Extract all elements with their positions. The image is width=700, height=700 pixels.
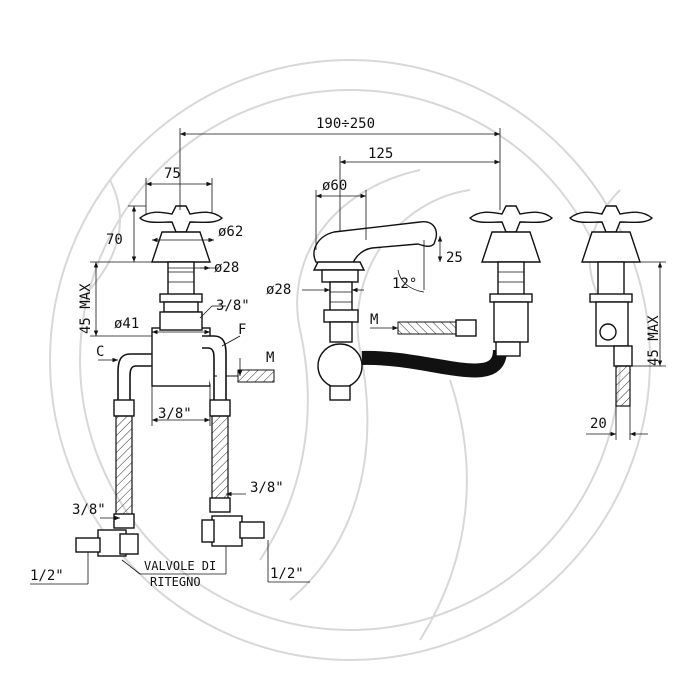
label-d28-left: ø28 — [214, 260, 239, 276]
label-c: C — [96, 344, 104, 360]
center-spout-assembly — [312, 221, 507, 401]
label-12-left: 1/2" — [30, 568, 64, 584]
label-45max-left: 45 MAX — [78, 283, 94, 334]
label-12-right: 1/2" — [270, 566, 304, 582]
label-d62: ø62 — [218, 224, 243, 240]
dimension-labels: 190÷250 125 75 ø60 70 ø62 ø28 ø28 25 12°… — [30, 116, 662, 589]
label-38-mid: 3/8" — [158, 406, 192, 422]
label-valvole-line1: VALVOLE DI — [144, 559, 216, 573]
side-view-assembly — [568, 205, 654, 407]
label-20: 20 — [590, 416, 607, 432]
label-25: 25 — [446, 250, 463, 266]
label-f: F — [238, 322, 246, 338]
label-75: 75 — [164, 166, 181, 182]
label-70: 70 — [106, 232, 123, 248]
right-handle-assembly — [468, 205, 554, 357]
label-d28-center: ø28 — [266, 282, 291, 298]
left-hoses — [75, 335, 265, 557]
label-38-right: 3/8" — [250, 480, 284, 496]
label-12deg: 12° — [392, 276, 417, 292]
label-38-left: 3/8" — [72, 502, 106, 518]
label-d41: ø41 — [114, 316, 139, 332]
dimension-lines — [30, 128, 666, 585]
label-125: 125 — [368, 146, 393, 162]
label-38-top: 3/8" — [216, 298, 250, 314]
label-m-center: M — [370, 312, 378, 328]
label-45max-right: 45 MAX — [646, 315, 662, 366]
watermark-logo — [49, 59, 651, 661]
label-valvole-line2: RITEGNO — [150, 575, 201, 589]
label-d60: ø60 — [322, 178, 347, 194]
label-m-left: M — [266, 350, 274, 366]
label-190-250: 190÷250 — [316, 116, 375, 132]
